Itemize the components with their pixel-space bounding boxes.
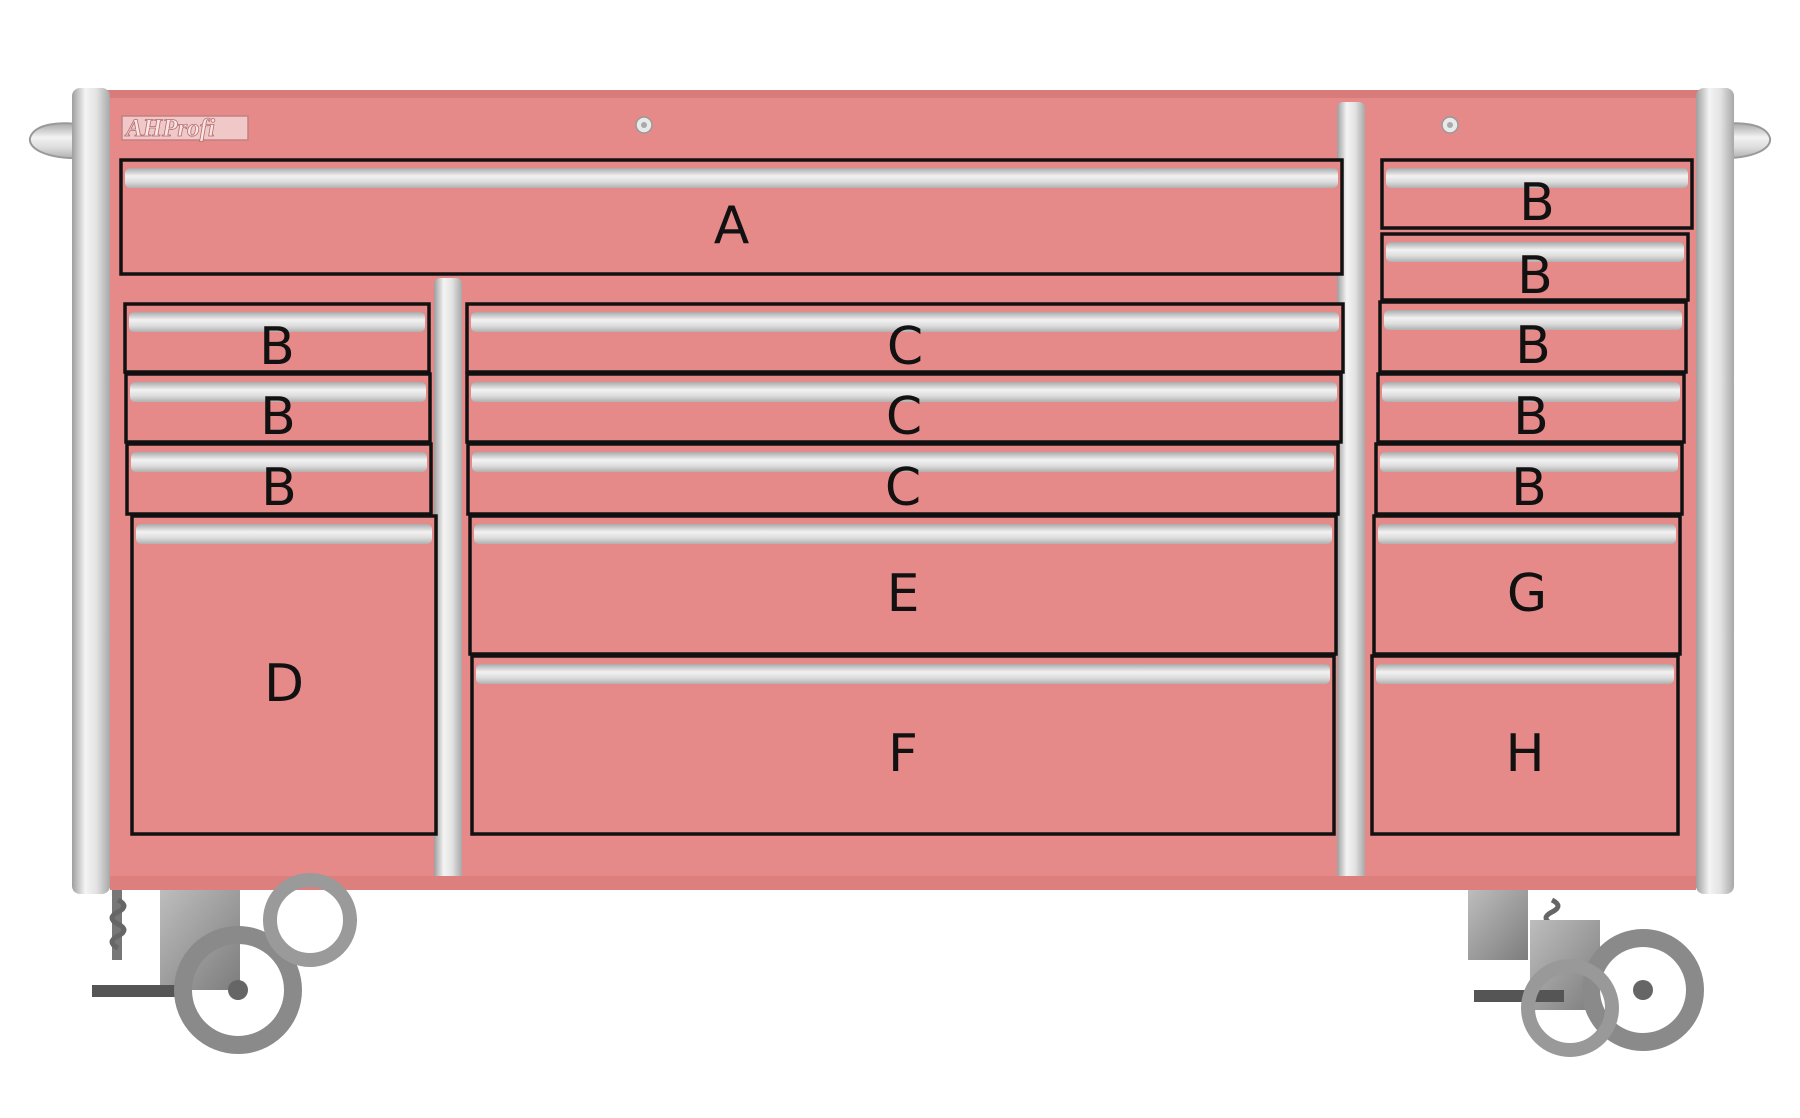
drawer-outline (1376, 372, 1686, 444)
drawer-label: C (885, 458, 921, 518)
drawer-label: B (1515, 316, 1551, 376)
drawer-left-tall[interactable]: D (130, 514, 438, 836)
drawer-outline (1370, 654, 1680, 836)
cabinet-base (110, 876, 1696, 890)
drawer-outline (465, 372, 1343, 444)
lock-right-icon[interactable] (1441, 116, 1459, 134)
drawer-handle[interactable] (1384, 310, 1682, 330)
drawer-outline (1374, 442, 1684, 516)
drawer-handle[interactable] (476, 664, 1330, 684)
caster-front-left (92, 873, 357, 1054)
drawer-center-3[interactable]: C (466, 442, 1340, 518)
drawer-handle[interactable] (1378, 524, 1676, 544)
drawer-top-wide[interactable]: A (119, 158, 1344, 276)
drawer-label: A (714, 196, 750, 256)
drawer-right-deep[interactable]: G (1372, 514, 1682, 656)
lock-left-icon[interactable] (635, 116, 653, 134)
caster-front-right (1468, 890, 1704, 1057)
drawer-label: C (887, 317, 923, 377)
drawer-face[interactable] (132, 516, 436, 834)
post-left-inner (434, 278, 462, 890)
drawer-face[interactable] (472, 656, 1334, 834)
drawer-handle[interactable] (471, 312, 1339, 332)
drawer-handle[interactable] (1386, 168, 1688, 188)
drawer-outline (1378, 300, 1688, 374)
drawer-outline (119, 158, 1344, 276)
drawer-center-deep[interactable]: E (468, 514, 1338, 656)
drawer-outline (1372, 514, 1682, 656)
drawer-handle[interactable] (1386, 242, 1684, 262)
post-right-outer (1696, 88, 1734, 894)
drawer-handle[interactable] (131, 452, 427, 472)
drawer-label: H (1505, 724, 1544, 784)
drawer-right-3[interactable]: B (1378, 300, 1688, 376)
drawer-center-deepest[interactable]: F (470, 654, 1336, 836)
drawer-outline (1380, 158, 1694, 230)
drawer-outline (130, 514, 438, 836)
post-right-inner (1337, 102, 1365, 890)
drawer-label: B (260, 387, 296, 447)
post-left-outer (72, 88, 110, 894)
drawer-right-2[interactable]: B (1380, 232, 1690, 306)
drawer-face[interactable] (1372, 656, 1678, 834)
drawer-outline (470, 654, 1336, 836)
drawer-outline (124, 372, 432, 444)
drawer-outline (466, 442, 1340, 516)
drawer-outline (468, 514, 1338, 656)
drawer-right-5[interactable]: B (1374, 442, 1684, 518)
drawer-right-1[interactable]: B (1380, 158, 1694, 233)
drawer-handle[interactable] (1376, 664, 1674, 684)
drawer-handle[interactable] (136, 524, 432, 544)
drawer-label: E (887, 564, 920, 624)
drawer-label: B (259, 317, 295, 377)
drawer-outline (123, 302, 431, 374)
brand-logo-text: AHProfi (124, 115, 215, 142)
drawer-label: G (1507, 564, 1547, 624)
drawer-label: B (1519, 173, 1555, 233)
drawer-handle[interactable] (130, 382, 426, 402)
drawer-handle[interactable] (472, 452, 1334, 472)
drawer-right-deepest[interactable]: H (1370, 654, 1680, 836)
drawer-handle[interactable] (1380, 452, 1678, 472)
drawer-outline (465, 302, 1345, 374)
drawer-left-3[interactable]: B (125, 442, 433, 518)
drawer-center-1[interactable]: C (465, 302, 1345, 377)
drawer-label: F (888, 724, 918, 784)
drawer-handle[interactable] (471, 382, 1337, 402)
drawer-handle[interactable] (1382, 382, 1680, 402)
drawer-outline (1380, 232, 1690, 302)
drawer-label: C (886, 387, 922, 447)
drawer-handle[interactable] (474, 524, 1332, 544)
drawer-left-2[interactable]: B (124, 372, 432, 447)
drawer-outline (125, 442, 433, 516)
drawer-handle[interactable] (129, 312, 425, 332)
drawer-label: B (1511, 458, 1547, 518)
drawer-left-1[interactable]: B (123, 302, 431, 377)
drawer-label: B (261, 458, 297, 518)
cabinet-top-edge (92, 90, 1712, 98)
drawer-center-2[interactable]: C (465, 372, 1343, 447)
drawer-handle[interactable] (125, 168, 1338, 188)
drawer-label: B (1517, 246, 1553, 306)
drawer-label: D (264, 654, 304, 714)
brand-logo: AHProfi (121, 115, 249, 142)
drawer-label: B (1513, 387, 1549, 447)
drawer-right-4[interactable]: B (1376, 372, 1686, 447)
